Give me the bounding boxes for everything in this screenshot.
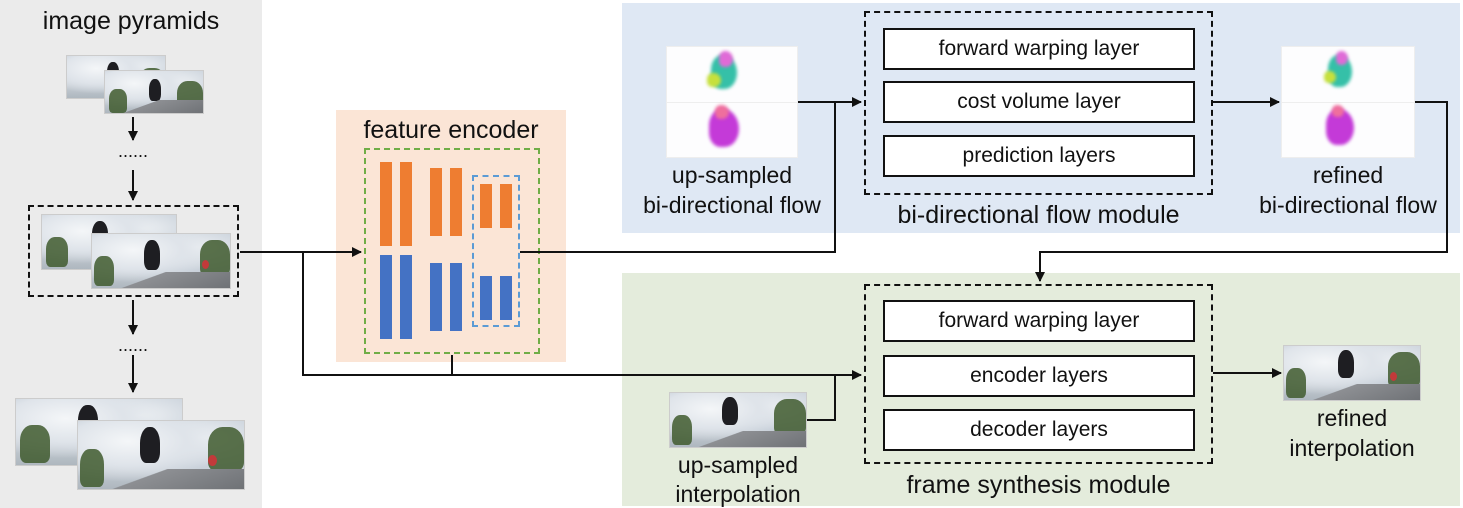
synth-decoder-layers: decoder layers [883,409,1195,451]
flow-output-label-line2: bi-directional flow [1259,192,1437,218]
flow-input-label-line1: up-sampled [671,162,793,188]
flow-output-label-line1: refined [1312,162,1384,188]
image-pyramids-title: image pyramids [42,7,220,35]
encoder-orange-bar [400,162,412,246]
upsampled-flow-image [666,46,798,158]
refined-interpolation-image [1283,345,1421,401]
flow-prediction-layers: prediction layers [883,135,1195,177]
refined-flow-image [1281,46,1415,158]
synth-input-label-line1: up-sampled [677,452,799,478]
encoder-orange-bar [500,184,512,228]
synth-output-label-line2: interpolation [1289,435,1415,461]
encoder-blue-bar [380,255,392,339]
pyramid-large-frame-2 [77,420,245,490]
encoder-orange-bar [430,168,442,236]
pyramid-mid-frame-2 [91,233,231,289]
pyramid-dots-1: ...... [117,141,148,161]
flow-forward-warping-layer: forward warping layer [883,28,1195,70]
selected-pyramid-level [28,205,239,297]
synth-forward-warping-layer: forward warping layer [883,300,1195,342]
upsampled-interpolation-image [669,392,807,448]
synth-output-label-line1: refined [1316,405,1388,431]
encoder-orange-bar [480,184,492,228]
synth-encoder-layers: encoder layers [883,355,1195,397]
encoder-blue-bar [400,255,412,339]
pyramid-dots-2: ...... [117,335,148,355]
synth-input-label-line2: interpolation [675,481,801,507]
flow-input-label-line2: bi-directional flow [643,192,821,218]
encoder-orange-bar [450,168,462,236]
flow-module-title: bi-directional flow module [897,201,1180,229]
pyramid-small-frame-2 [104,70,204,114]
encoder-blue-bar [450,263,462,331]
encoder-blue-bar [480,276,492,320]
flow-cost-volume-layer: cost volume layer [883,81,1195,123]
encoder-blue-bar [430,263,442,331]
encoder-blue-bar [500,276,512,320]
synthesis-module-box [864,284,1213,464]
encoder-orange-bar [380,162,392,246]
feature-encoder-title: feature encoder [363,116,539,144]
synthesis-module-title: frame synthesis module [906,471,1171,499]
